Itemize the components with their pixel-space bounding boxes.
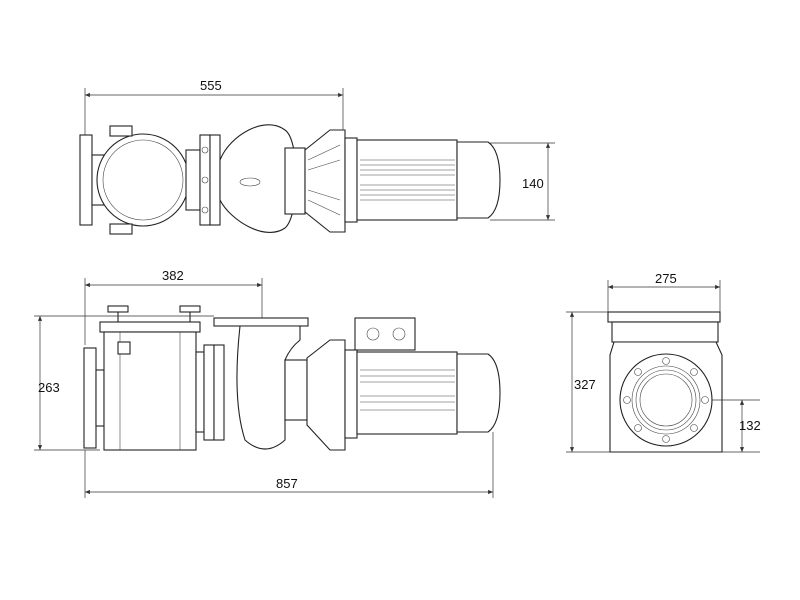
- top-view: 555 140: [79, 78, 555, 235]
- dim-857: 857: [276, 476, 298, 491]
- dim-555: 555: [200, 78, 222, 93]
- dim-275: 275: [655, 271, 677, 286]
- dim-140: 140: [522, 176, 544, 191]
- strainer-body-top: [96, 133, 190, 227]
- dim-327: 327: [574, 377, 596, 392]
- side-view: 275 327 132: [566, 271, 761, 453]
- flange-side: [619, 353, 713, 447]
- motor-front: [356, 351, 458, 435]
- front-view: 382 263 857: [34, 268, 501, 498]
- dim-382: 382: [162, 268, 184, 283]
- motor-top: [356, 139, 458, 221]
- terminal-box: [354, 317, 416, 351]
- volute-front: [236, 325, 301, 450]
- dim-263: 263: [38, 380, 60, 395]
- dim-132: 132: [739, 418, 761, 433]
